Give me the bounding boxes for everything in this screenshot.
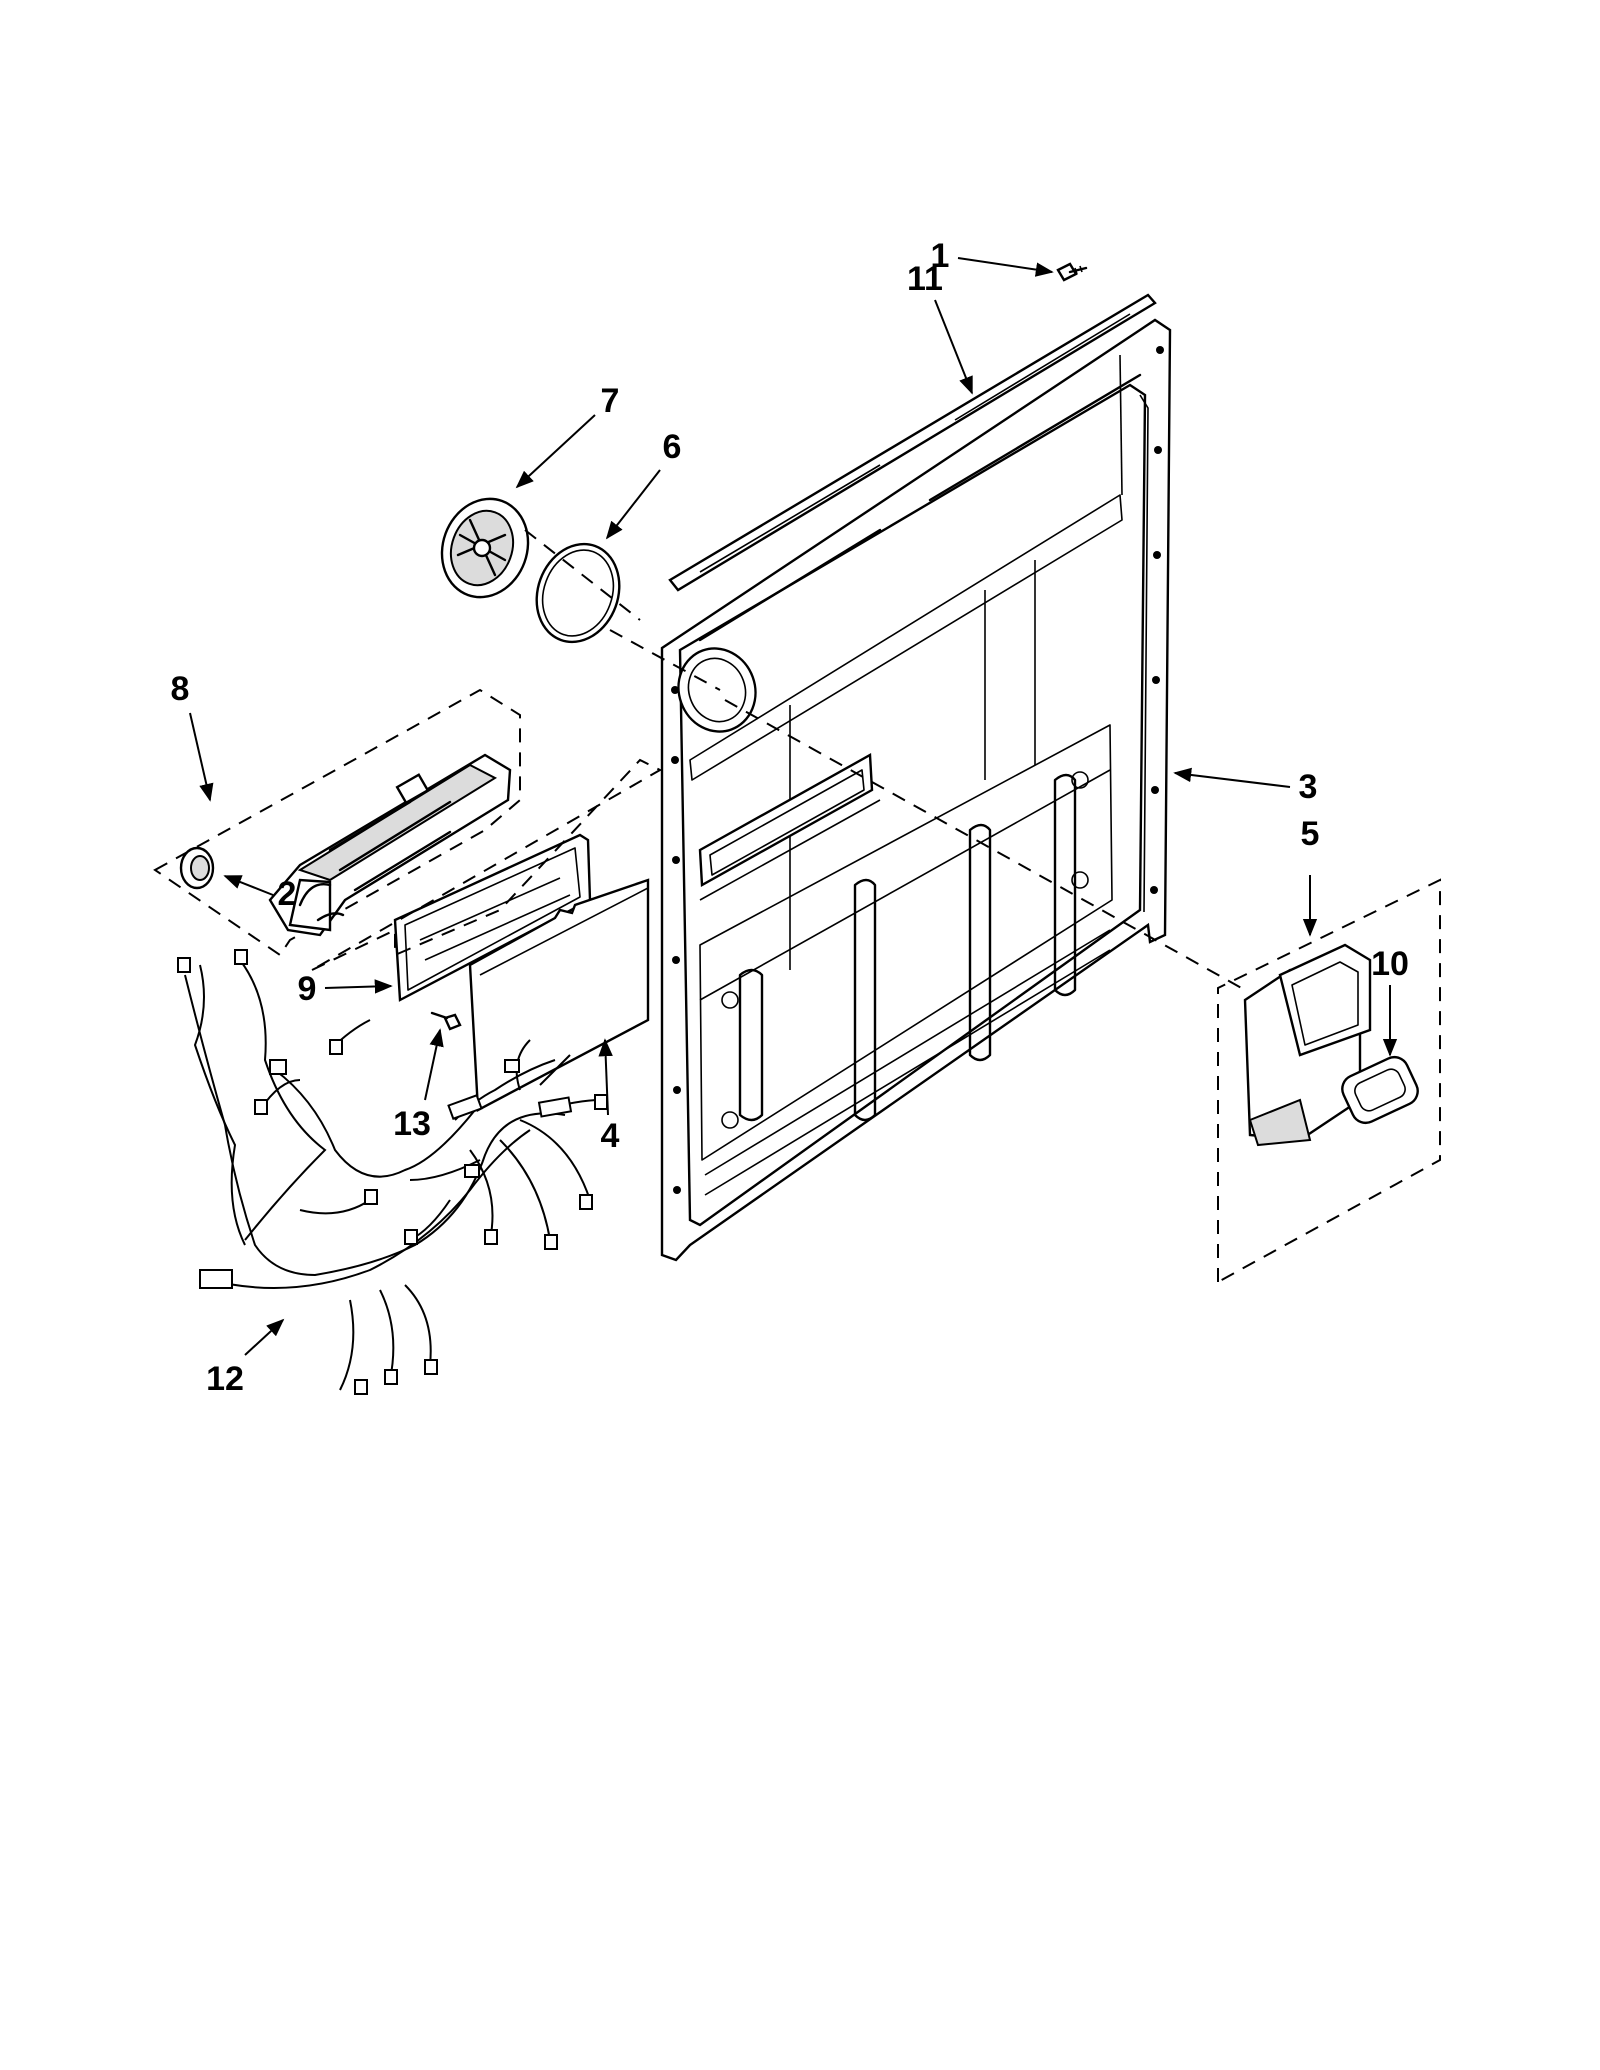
callout-8: 8 (171, 670, 190, 708)
callout-5: 5 (1301, 815, 1320, 853)
callout-1: 1 (931, 237, 950, 275)
inner-door-panel (660, 318, 1172, 1262)
callout-2: 2 (278, 875, 297, 913)
screw-icon (1056, 262, 1088, 282)
control-board-cover (468, 878, 650, 1112)
leader-lines (189, 257, 1398, 1356)
callout-9: 9 (298, 970, 317, 1008)
control-board (393, 833, 592, 1002)
callout-10: 10 (1371, 945, 1409, 983)
callout-11: 11 (907, 260, 943, 298)
gasket-ring (535, 542, 621, 644)
knob-icon (179, 846, 215, 890)
callout-4: 4 (601, 1117, 620, 1155)
callouts: 1 2 3 4 5 6 7 8 9 10 11 12 13 (171, 237, 1409, 1398)
vent-cap (440, 497, 530, 599)
door-strip (668, 293, 1157, 592)
screw-icon (430, 1011, 462, 1031)
callout-3: 3 (1299, 768, 1318, 806)
vent-assembly (1217, 878, 1441, 1284)
wire-harness (177, 949, 608, 1395)
callout-7: 7 (601, 382, 620, 420)
callout-6: 6 (663, 428, 682, 466)
assembly-lines (524, 529, 1246, 991)
callout-12: 12 (206, 1360, 244, 1398)
vent-gasket (1341, 1055, 1419, 1125)
dispenser-assembly (153, 688, 521, 957)
callout-13: 13 (393, 1105, 431, 1143)
